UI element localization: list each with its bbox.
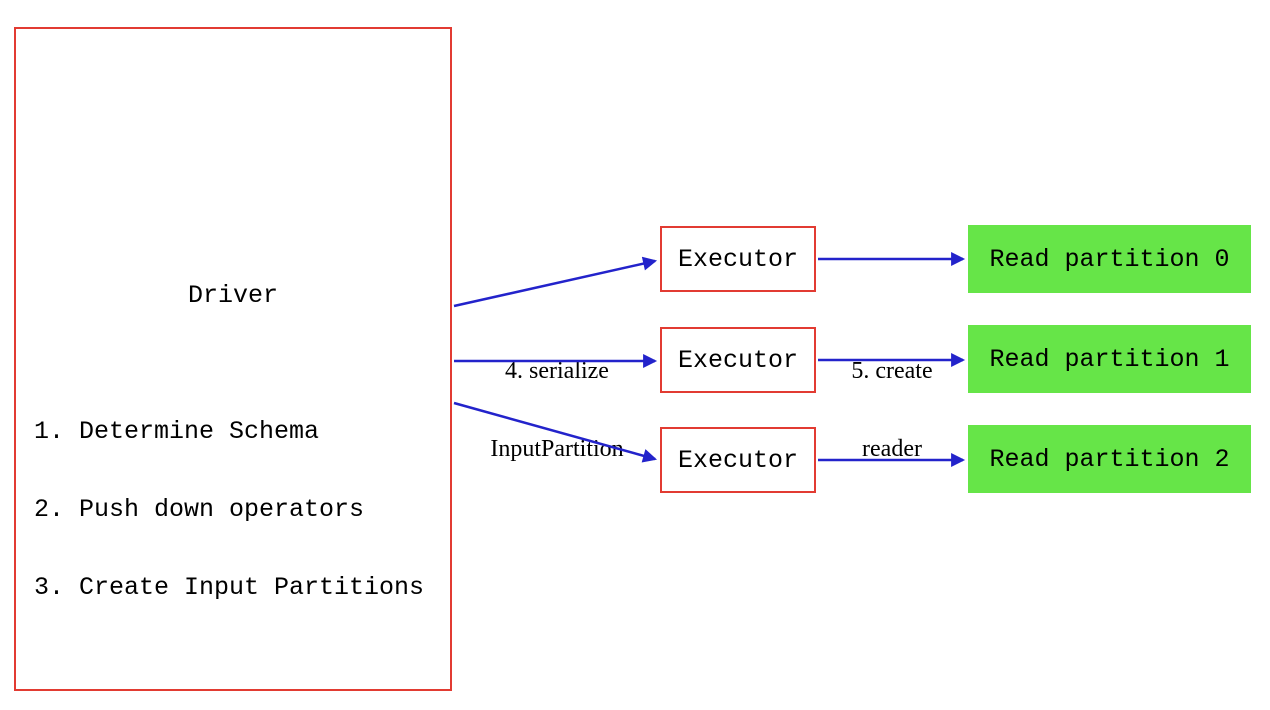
edge-label-serialize-inputpartition: 4. serialize InputPartition [468, 306, 646, 514]
read-partition-box-1: Read partition 1 [968, 325, 1251, 393]
edge-label-reader-line2: reader [862, 436, 922, 462]
driver-step-1: 1. Determine Schema [34, 417, 320, 446]
driver-steps-list: 1. Determine Schema 2. Push down operato… [34, 367, 424, 653]
executor-box-1: Executor [660, 226, 816, 292]
driver-title: Driver [187, 281, 278, 310]
read-partition-box-0: Read partition 0 [968, 225, 1251, 293]
arrow-driver-to-executor-1 [453, 256, 658, 308]
edge-label-create-reader: 5. create reader [818, 306, 966, 514]
driver-step-2: 2. Push down operators [34, 495, 365, 524]
read-partition-box-2: Read partition 2 [968, 425, 1251, 493]
edge-label-serialize-line2: InputPartition [490, 436, 624, 462]
executor-box-2: Executor [660, 327, 816, 393]
edge-label-reader-line1: 5. create [851, 358, 933, 384]
executor-box-3: Executor [660, 427, 816, 493]
edge-label-serialize-line1: 4. serialize [505, 358, 609, 384]
driver-box: Driver 1. Determine Schema 2. Push down … [14, 27, 452, 691]
driver-step-3: 3. Create Input Partitions [34, 573, 425, 602]
